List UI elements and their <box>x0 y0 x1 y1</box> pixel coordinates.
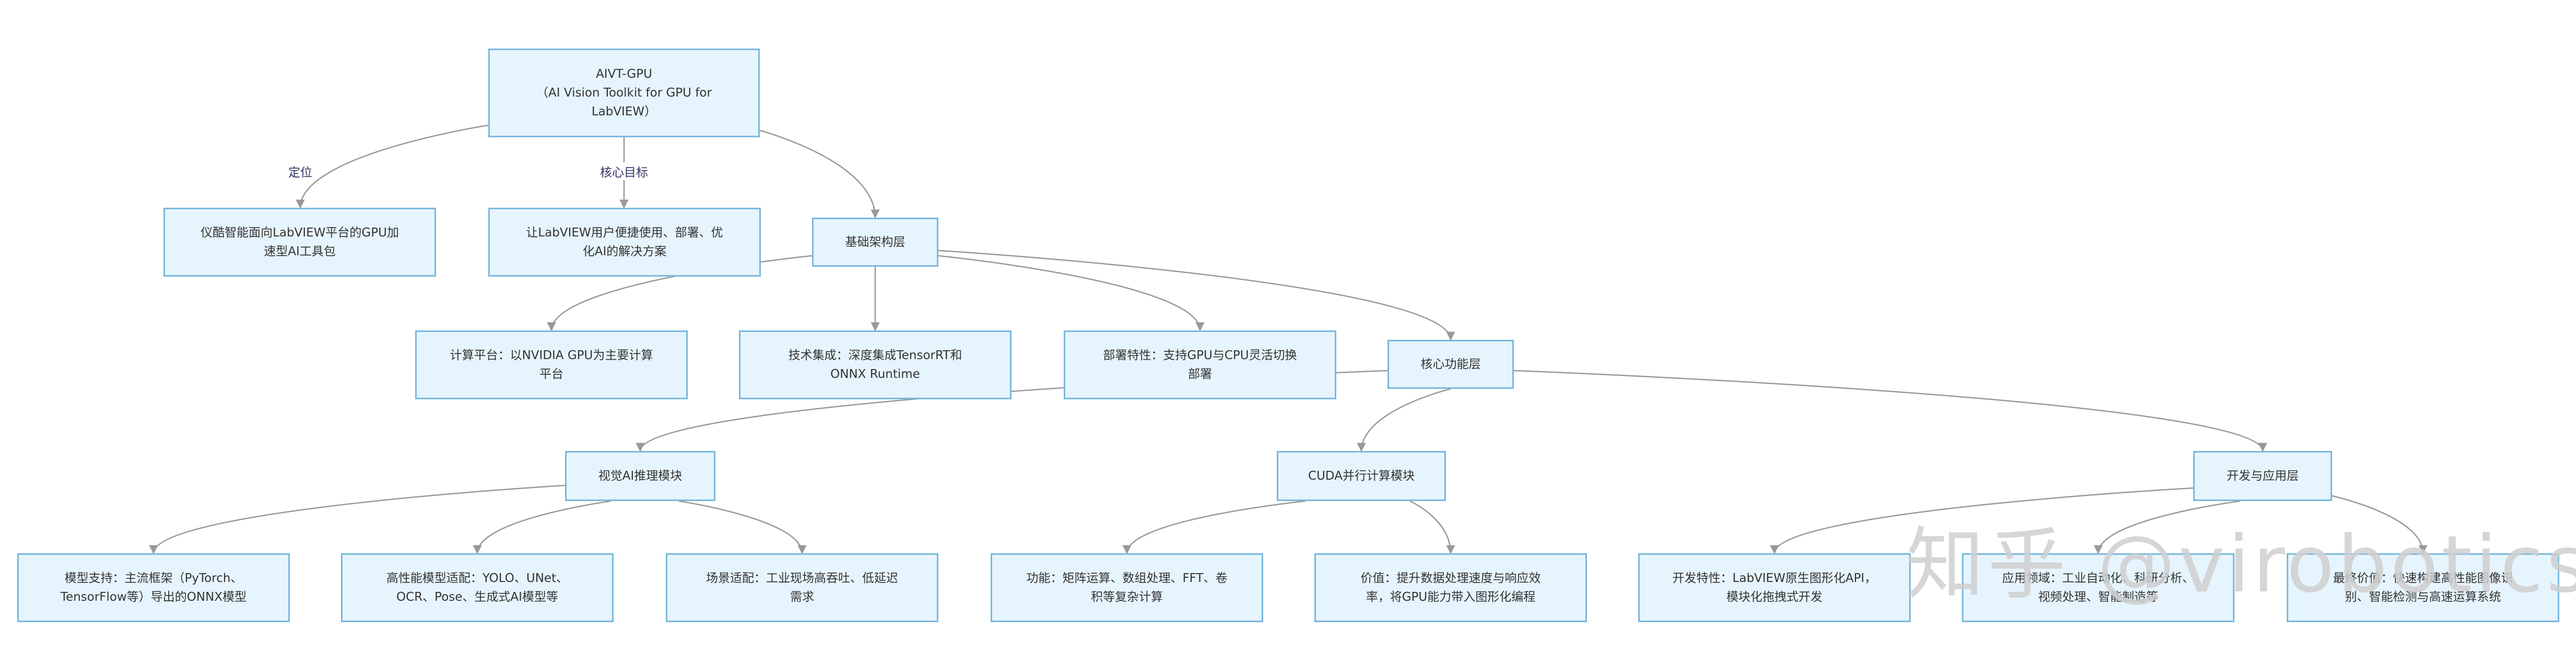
edge-dev-final <box>2332 495 2428 554</box>
node-root: AIVT-GPU （AI Vision Toolkit for GPU for … <box>488 49 760 137</box>
node-high-perf: 高性能模型适配：YOLO、UNet、 OCR、Pose、生成式AI模型等 <box>341 553 614 622</box>
node-infra-layer: 基础架构层 <box>812 218 938 267</box>
node-compute-platform: 计算平台：以NVIDIA GPU为主要计算 平台 <box>415 330 688 399</box>
node-core-layer: 核心功能层 <box>1387 340 1514 389</box>
node-core-goal: 让LabVIEW用户便捷使用、部署、优 化AI的解决方案 <box>488 208 761 277</box>
edge-root-infra <box>759 129 880 219</box>
edge-infra-deploy <box>938 255 1205 331</box>
node-dev-layer: 开发与应用层 <box>2193 451 2332 501</box>
node-final-value: 最终价值：快速构建高性能图像识 别、智能检测与高速运算系统 <box>2287 553 2559 622</box>
edge-cuda-value <box>1409 500 1455 554</box>
edge-core-vision <box>636 370 1388 452</box>
node-dev-feature: 开发特性：LabVIEW原生图形化API， 模块化拖拽式开发 <box>1638 553 1911 622</box>
edge-label-positioning: 定位 <box>286 162 314 180</box>
node-deployment: 部署特性：支持GPU与CPU灵活切换 部署 <box>1064 330 1336 399</box>
watermark: 知乎 @virobotics <box>1906 519 2576 610</box>
edge-core-cuda <box>1357 388 1451 452</box>
node-positioning: 仪酷智能面向LabVIEW平台的GPU加 速型AI工具包 <box>163 208 436 277</box>
edge-cuda-function <box>1122 500 1306 554</box>
node-cuda-module: CUDA并行计算模块 <box>1277 451 1446 501</box>
node-value: 价值：提升数据处理速度与响应效 率，将GPU能力带入图形化编程 <box>1314 553 1587 622</box>
node-scene-adapt: 场景适配：工业现场高吞吐、低延迟 需求 <box>666 553 938 622</box>
edge-dev-feature <box>1770 487 2194 554</box>
edge-infra-core <box>938 249 1455 341</box>
node-vision-module: 视觉AI推理模块 <box>565 451 715 501</box>
node-tech-integration: 技术集成：深度集成TensorRT和 ONNX Runtime <box>739 330 1011 399</box>
edge-vision-high <box>473 500 611 554</box>
node-app-field: 应用领域：工业自动化、科研分析、 视频处理、智能制造等 <box>1962 553 2234 622</box>
edge-root-positioning <box>296 124 489 209</box>
edge-label-core-goal: 核心目标 <box>598 162 650 180</box>
edge-core-dev <box>1513 370 2267 452</box>
node-function: 功能：矩阵运算、数组处理、FFT、卷 积等复杂计算 <box>991 553 1263 622</box>
edge-dev-app <box>2093 500 2241 554</box>
node-model-support: 模型支持：主流框架（PyTorch、 TensorFlow等）导出的ONNX模型 <box>17 553 290 622</box>
edge-vision-scene <box>678 500 807 554</box>
edge-vision-model <box>149 484 566 554</box>
